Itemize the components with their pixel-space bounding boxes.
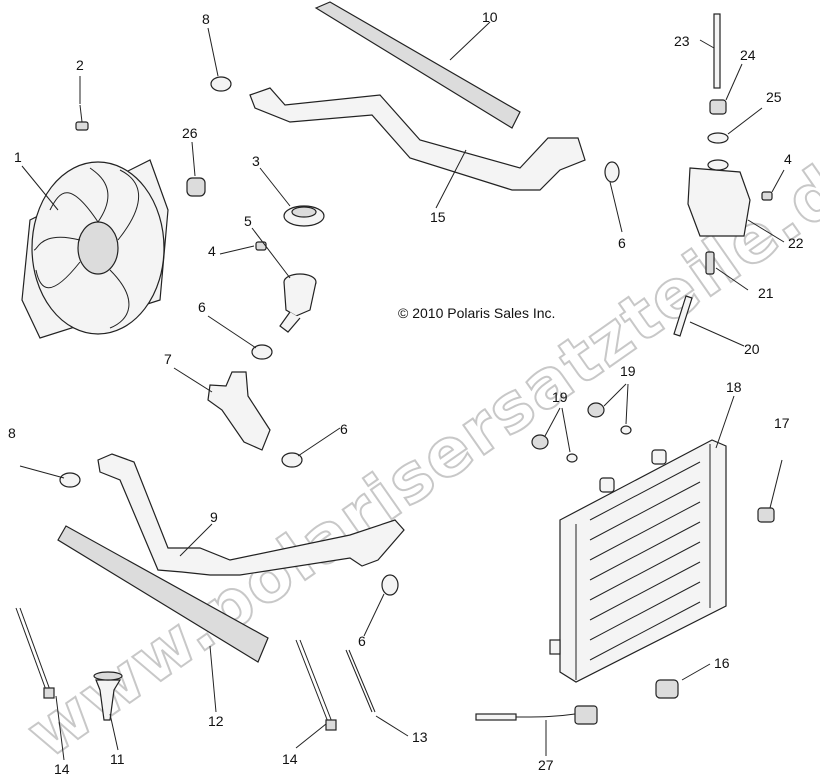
callout-1: 1 (14, 149, 22, 165)
callout-17: 17 (774, 415, 790, 431)
callout-16: 16 (714, 655, 730, 671)
part-6-clamp-center (251, 344, 273, 360)
callout-6: 6 (358, 633, 366, 649)
callout-24: 24 (740, 47, 756, 63)
part-12-sleeve-bottom (57, 525, 269, 663)
part-18-radiator (549, 439, 727, 683)
callout-6: 6 (340, 421, 348, 437)
part-21-fitting (705, 251, 715, 275)
callout-15: 15 (430, 209, 446, 225)
callout-12: 12 (208, 713, 224, 729)
part-2-bolt (75, 104, 89, 131)
callout-6: 6 (198, 299, 206, 315)
callout-14: 14 (54, 761, 70, 777)
callout-6: 6 (618, 235, 626, 251)
callout-13: 13 (412, 729, 428, 745)
callout-labels: 1 2 3 4 4 5 6 6 6 6 7 8 8 9 10 11 12 13 … (8, 9, 804, 777)
part-22-reservoir (687, 159, 751, 237)
part-9-hose-lower (97, 453, 405, 576)
callout-18: 18 (726, 379, 742, 395)
part-13-tie (345, 649, 376, 713)
part-10-sleeve-top (314, 1, 521, 129)
part-14-tie-middle (295, 639, 337, 731)
leader-lines (19, 21, 785, 761)
part-7-hose-elbow (207, 371, 271, 451)
part-4-screw-center (255, 241, 267, 251)
callout-22: 22 (788, 235, 804, 251)
callout-11: 11 (110, 751, 125, 767)
callout-8: 8 (202, 11, 210, 27)
part-15-hose-top (249, 87, 586, 191)
part-17-bolt (757, 507, 775, 523)
part-1-fan-assembly (21, 159, 169, 339)
callout-7: 7 (164, 351, 172, 367)
part-20-small-hose (673, 295, 693, 337)
callout-27: 27 (538, 757, 554, 773)
part-25-o-ring (707, 132, 729, 144)
callout-14: 14 (282, 751, 298, 767)
part-3-radiator-cap (283, 205, 325, 227)
copyright-text: © 2010 Polaris Sales Inc. (398, 305, 555, 321)
callout-10: 10 (482, 9, 498, 25)
part-11-push-clip (93, 671, 123, 721)
part-16-fitting (655, 679, 679, 699)
part-26-grommet (186, 177, 206, 197)
callout-19: 19 (552, 389, 568, 405)
part-19-grommets (531, 402, 632, 463)
callout-4: 4 (208, 243, 216, 259)
part-5-filler-neck (279, 273, 317, 333)
callout-2: 2 (76, 57, 84, 73)
callout-21: 21 (758, 285, 774, 301)
callout-26: 26 (182, 125, 198, 141)
part-6-clamp-top-right (604, 161, 620, 183)
callout-5: 5 (244, 213, 252, 229)
part-24-cap (709, 99, 727, 115)
part-23-tube (713, 13, 721, 89)
callout-20: 20 (744, 341, 760, 357)
part-6-clamp-mid (281, 452, 303, 468)
part-8-clamp-top (210, 76, 232, 92)
callout-25: 25 (766, 89, 782, 105)
callout-19: 19 (620, 363, 636, 379)
part-27-sensor (475, 705, 598, 725)
part-8-clamp-left (59, 472, 81, 488)
callout-9: 9 (210, 509, 218, 525)
part-4-screw-right (761, 191, 773, 201)
callout-4: 4 (784, 151, 792, 167)
callout-8: 8 (8, 425, 16, 441)
callout-23: 23 (674, 33, 690, 49)
part-14-tie-left (15, 607, 55, 699)
callout-3: 3 (252, 153, 260, 169)
part-6-clamp-lower (381, 574, 399, 596)
